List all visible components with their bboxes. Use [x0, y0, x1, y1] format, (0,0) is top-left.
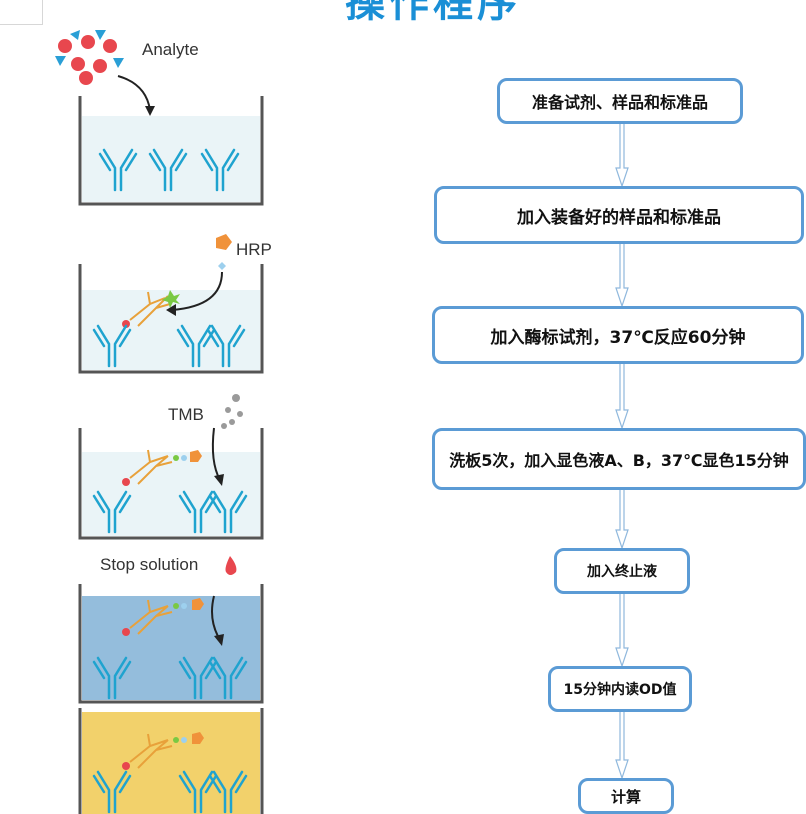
capture-antibody	[178, 656, 218, 700]
linker-dot	[181, 603, 187, 609]
capture-antibodies	[92, 148, 248, 814]
capture-antibody	[178, 490, 218, 534]
green-dot	[173, 737, 179, 743]
hrp-arrow	[171, 271, 223, 311]
detection-antibody	[129, 733, 173, 769]
detection-antibody	[129, 291, 171, 327]
linker-dot	[181, 455, 187, 461]
capture-antibody	[208, 656, 248, 700]
stop-arrow-head	[214, 634, 224, 646]
capture-antibody	[208, 770, 248, 814]
analyte-arrow-head	[145, 106, 155, 116]
capture-antibody	[92, 324, 132, 368]
stop-solution-label: Stop solution	[100, 555, 199, 574]
hrp-pentagon	[216, 234, 232, 250]
analyte-dot	[79, 71, 93, 85]
step-box-1: 准备试剂、样品和标准品	[497, 78, 743, 124]
step-box-2: 加入装备好的样品和标准品	[434, 186, 804, 244]
complex-well-5	[122, 732, 204, 770]
flow-arrow	[615, 712, 629, 780]
capture-antibody	[176, 324, 216, 368]
bound-analyte	[122, 628, 130, 636]
flow-arrow	[615, 364, 629, 430]
bound-analyte	[122, 320, 130, 328]
flow-arrow	[615, 594, 629, 668]
hrp-pentagon	[190, 450, 202, 462]
capture-antibody	[92, 770, 132, 814]
well-5	[78, 708, 264, 814]
well-outline	[78, 708, 264, 814]
capture-antibody	[206, 324, 246, 368]
analyte-dot	[58, 39, 72, 53]
bound-analyte	[122, 762, 130, 770]
hrp-label: HRP	[236, 240, 272, 259]
analyte-triangle	[70, 30, 80, 40]
step-box-7: 计算	[578, 778, 674, 814]
green-dot	[173, 603, 179, 609]
tmb-dot	[232, 394, 240, 402]
hrp-marker	[166, 234, 232, 316]
step-box-4: 洗板5次，加入显色液A、B，37℃显色15分钟	[432, 428, 806, 490]
capture-antibody	[98, 148, 138, 192]
analyte-triangle	[113, 58, 124, 68]
hrp-pentagon	[192, 598, 204, 610]
capture-antibody	[148, 148, 188, 192]
tmb-dot	[225, 407, 231, 413]
capture-antibody	[178, 770, 218, 814]
step-box-6: 15分钟内读OD值	[548, 666, 692, 712]
analyte-triangle	[95, 30, 106, 40]
analyte-label: Analyte	[142, 40, 199, 59]
well-outline	[78, 96, 264, 206]
green-dot	[173, 455, 179, 461]
flow-arrow	[615, 490, 629, 550]
capture-antibody	[92, 656, 132, 700]
analyte-dot	[93, 59, 107, 73]
hrp-pentagon	[192, 732, 204, 744]
analyte-arrow	[117, 75, 151, 111]
page-title: 操作程序	[345, 0, 521, 26]
well-outline	[78, 584, 264, 704]
detection-antibody	[129, 449, 173, 485]
green-star	[162, 290, 180, 308]
capture-antibody	[92, 490, 132, 534]
capture-antibody	[200, 148, 240, 192]
complex-well-2	[122, 290, 180, 328]
complex-well-4	[122, 598, 204, 636]
flow-arrow	[615, 244, 629, 308]
well-outline	[78, 428, 264, 540]
hrp-arrow-head	[166, 304, 176, 316]
analyte-dot	[81, 35, 95, 49]
analyte-dot	[103, 39, 117, 53]
complex-well-3	[122, 449, 202, 486]
tmb-dot	[237, 411, 243, 417]
analyte-cluster	[55, 30, 155, 116]
tmb-dot	[221, 423, 227, 429]
analyte-triangle	[55, 56, 66, 66]
step-box-5: 加入终止液	[554, 548, 690, 594]
stop-drop	[211, 556, 237, 646]
tmb-label: TMB	[168, 405, 204, 424]
tmb-dot	[229, 419, 235, 425]
corner-mark	[0, 0, 43, 25]
tmb-marker	[211, 394, 243, 486]
bound-analyte	[122, 478, 130, 486]
tmb-arrow-head	[214, 474, 224, 486]
detection-antibody	[129, 599, 173, 635]
flow-arrow	[615, 124, 629, 188]
hrp-linker	[218, 262, 226, 270]
capture-antibody	[208, 490, 248, 534]
linker-dot	[181, 737, 187, 743]
analyte-dot	[71, 57, 85, 71]
step-box-3: 加入酶标试剂，37℃反应60分钟	[432, 306, 804, 364]
well-outline	[78, 264, 264, 374]
stop-drop-icon	[225, 556, 237, 575]
